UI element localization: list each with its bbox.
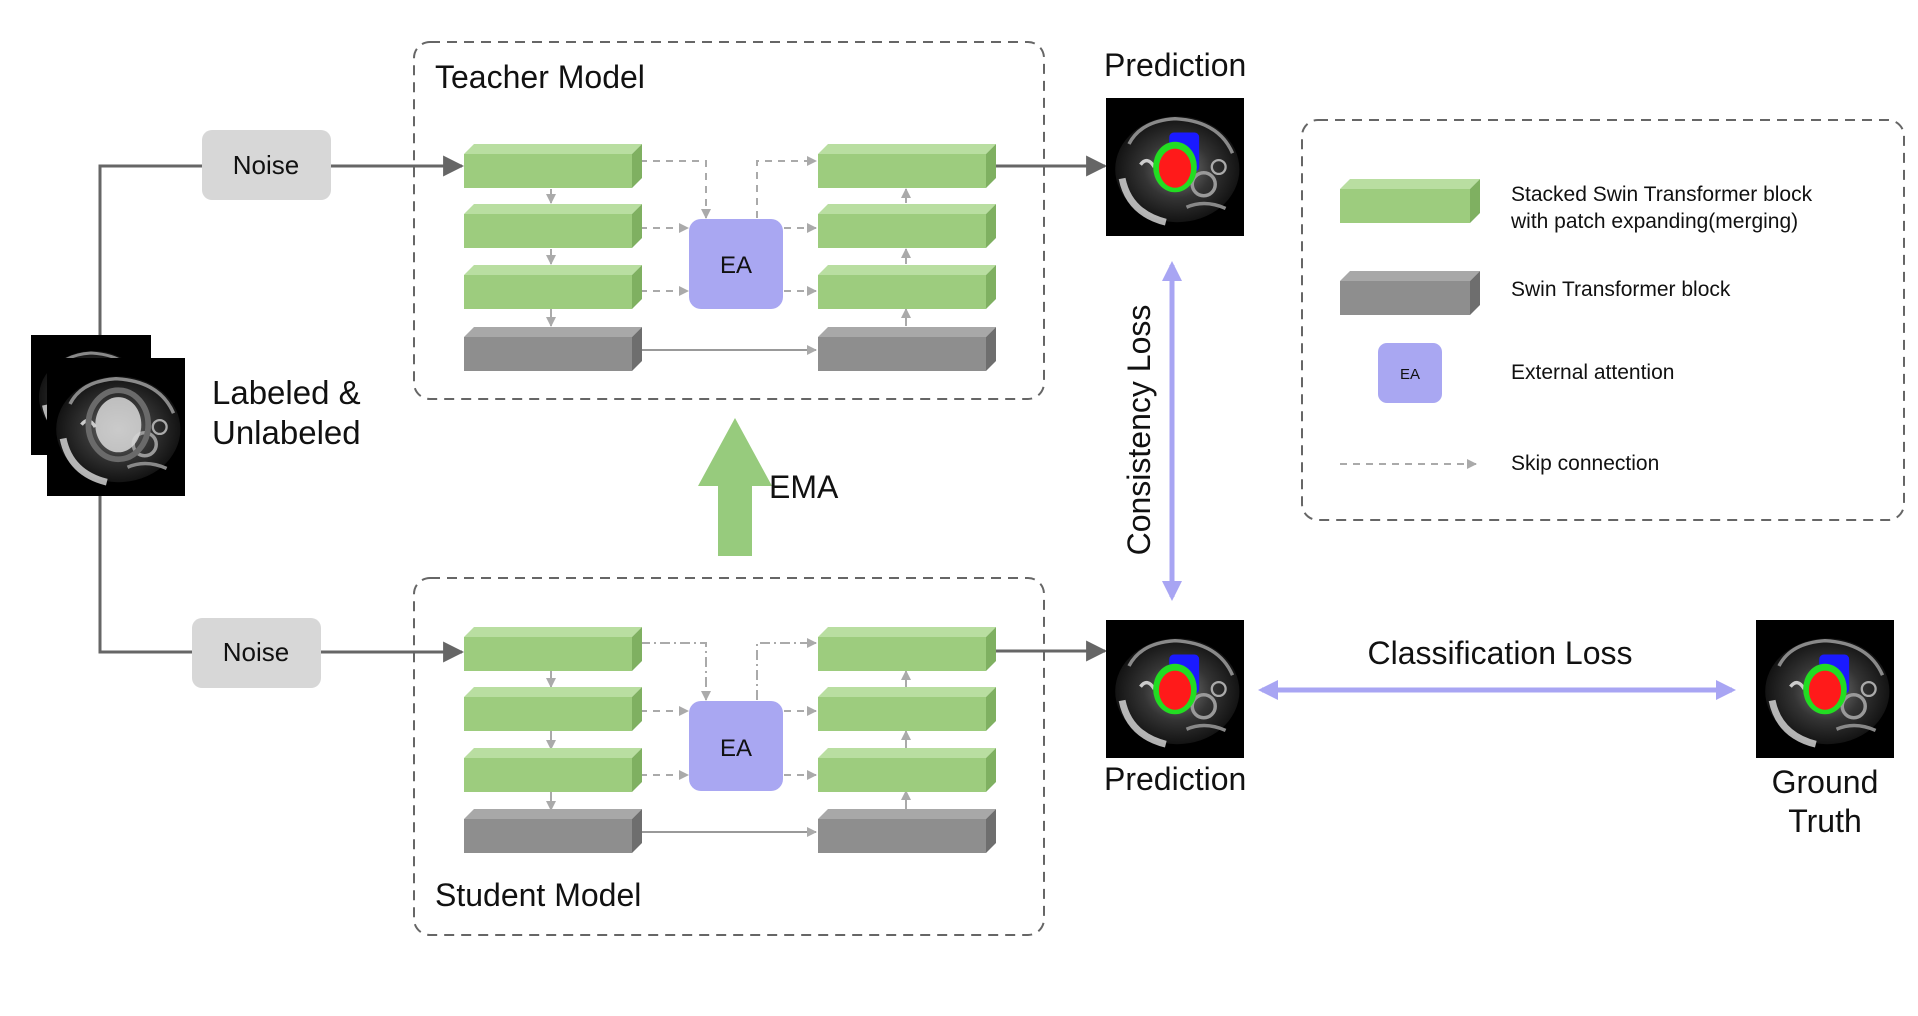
teacher-decoder-block-3 (818, 265, 996, 309)
legend-green-block-label-line1: Stacked Swin Transformer block (1511, 183, 1813, 206)
legend-gray-block-label: Swin Transformer block (1511, 278, 1731, 301)
input-connector (98, 155, 465, 663)
input-images (31, 335, 185, 496)
student-noise-label: Noise (223, 637, 289, 667)
teacher-bottleneck-block-right (818, 327, 996, 371)
student-noise-box: Noise (192, 618, 321, 688)
legend-green-block-icon (1340, 179, 1480, 223)
student-decoder-block-3 (818, 748, 996, 792)
teacher-decoder-block-1 (818, 144, 996, 188)
student-encoder-block-1 (464, 627, 642, 671)
legend: Stacked Swin Transformer block with patc… (1301, 119, 1905, 521)
teacher-encoder-block-1 (464, 144, 642, 188)
teacher-noise-box: Noise (202, 130, 331, 200)
student-prediction-label: Prediction (1104, 761, 1246, 797)
student-model: Student Model EA (413, 577, 1045, 936)
input-label-line1: Labeled & (212, 374, 361, 411)
student-encoder-block-2 (464, 687, 642, 731)
teacher-model-title: Teacher Model (435, 59, 645, 95)
legend-ea-box-label: EA (1400, 366, 1420, 383)
ema-label: EMA (769, 469, 839, 505)
ground-truth-image (1756, 620, 1894, 758)
student-bottleneck-block-right (818, 809, 996, 853)
student-bottleneck-block-left (464, 809, 642, 853)
teacher-decoder-block-2 (818, 204, 996, 248)
student-ea-box: EA (689, 701, 783, 791)
legend-gray-block-icon (1340, 271, 1480, 315)
student-encoder-block-3 (464, 748, 642, 792)
teacher-encoder-block-3 (464, 265, 642, 309)
teacher-ea-label: EA (720, 252, 752, 279)
student-ea-label: EA (720, 735, 752, 762)
ground-truth-label-line2: Truth (1788, 803, 1862, 839)
teacher-bottleneck-block-left (464, 327, 642, 371)
teacher-noise-label: Noise (233, 150, 299, 180)
teacher-prediction-label: Prediction (1104, 47, 1246, 83)
student-decoder-block-1 (818, 627, 996, 671)
legend-green-block-label-line2: with patch expanding(merging) (1510, 210, 1798, 233)
teacher-prediction-image (1106, 98, 1244, 236)
teacher-encoder-block-2 (464, 204, 642, 248)
input-label-line2: Unlabeled (212, 414, 361, 451)
ground-truth-label-line1: Ground (1772, 764, 1879, 800)
legend-ea-label: External attention (1511, 361, 1674, 384)
teacher-ea-box: EA (689, 219, 783, 309)
classification-loss-label: Classification Loss (1368, 635, 1633, 671)
student-decoder-block-2 (818, 687, 996, 731)
legend-skip-connection-label: Skip connection (1511, 452, 1659, 475)
teacher-model: Teacher Model (413, 41, 1045, 400)
student-model-title: Student Model (435, 877, 641, 913)
student-prediction-image (1106, 620, 1244, 758)
ema-arrow: EMA (698, 418, 839, 556)
consistency-loss-label: Consistency Loss (1121, 305, 1157, 556)
legend-ea-icon: EA (1378, 343, 1442, 403)
